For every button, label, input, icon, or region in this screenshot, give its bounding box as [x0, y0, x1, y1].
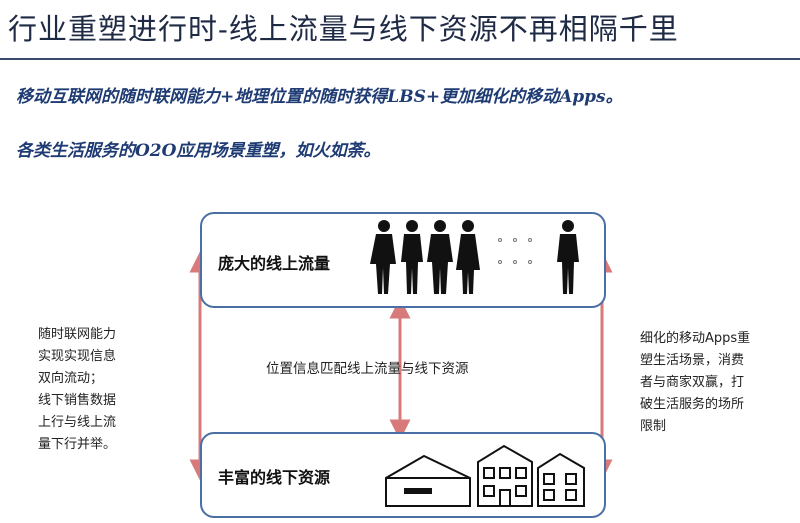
online-traffic-label: 庞大的线上流量 — [218, 254, 331, 273]
offline-resources-label: 丰富的线下资源 — [218, 468, 331, 487]
left-note-line: 实现实现信息 — [38, 349, 117, 364]
left-note-line: 线下销售数据 — [38, 393, 117, 408]
subtitle-line-2: 各类生活服务的O2O应用场景重塑，如火如荼。 — [16, 141, 381, 161]
right-note-line: 限制 — [640, 419, 667, 434]
people-silhouettes-icon — [370, 220, 579, 294]
center-label: 位置信息匹配线上流量与线下资源 — [266, 361, 469, 377]
page-title: 行业重塑进行时-线上流量与线下资源不再相隔千里 — [8, 12, 679, 46]
left-note-line: 上行与线上流 — [38, 415, 117, 430]
right-note-line: 塑生活场景，消费 — [640, 353, 745, 368]
right-note-line: 者与商家双赢，打 — [640, 375, 745, 390]
right-note: 细化的移动Apps重 塑生活场景，消费 者与商家双赢，打 破生活服务的场所 限制 — [640, 328, 790, 438]
left-note-line: 量下行并举。 — [38, 437, 117, 452]
left-note-line: 随时联网能力 — [38, 327, 117, 342]
left-note-line: 双向流动； — [38, 371, 104, 386]
right-note-line: 破生活服务的场所 — [640, 397, 745, 412]
subtitle-line-1: 移动互联网的随时联网能力+地理位置的随时获得LBS+更加细化的移动Apps。 — [16, 87, 623, 107]
left-note: 随时联网能力 实现实现信息 双向流动； 线下销售数据 上行与线上流 量下行并举。 — [38, 324, 168, 456]
right-note-line: 细化的移动Apps重 — [640, 331, 751, 346]
title-divider — [0, 58, 800, 60]
buildings-icon — [385, 444, 585, 507]
